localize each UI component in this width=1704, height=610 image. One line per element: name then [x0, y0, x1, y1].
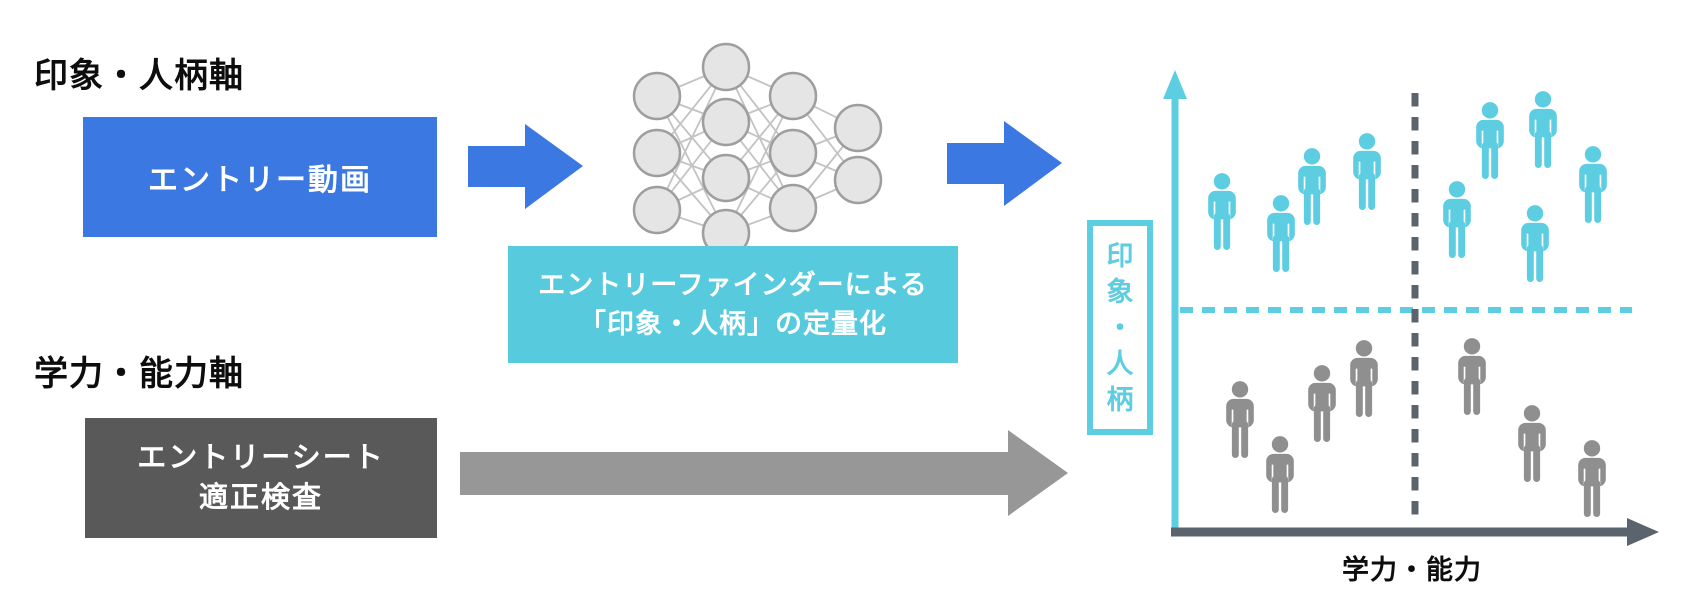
- nn-connection: [656, 66, 727, 211]
- x-axis-arrow: [1171, 518, 1659, 546]
- person-icon: [1521, 205, 1549, 282]
- person-icon: [1267, 195, 1295, 272]
- entry-video-box: エントリー動画: [83, 117, 437, 237]
- quantification-label-line2: 「印象・人柄」の定量化: [579, 308, 887, 339]
- person-icon: [1458, 338, 1486, 415]
- quantification-label-line1: エントリーファインダーによる: [538, 269, 928, 300]
- quadrant-scatter-chart: [1163, 70, 1659, 546]
- y-axis-arrow: [1163, 70, 1187, 532]
- person-icon: [1529, 91, 1557, 168]
- person-icon: [1579, 146, 1607, 223]
- ability-axis-heading: 学力・能力軸: [34, 355, 244, 393]
- impression-axis-heading: 印象・人柄軸: [34, 57, 244, 95]
- nn-node: [632, 71, 682, 121]
- person-icon: [1266, 436, 1294, 513]
- person-icon: [1208, 173, 1236, 250]
- person-icon: [1476, 102, 1504, 179]
- quantification-box: エントリーファインダーによる 「印象・人柄」の定量化: [508, 246, 958, 363]
- nn-node: [833, 155, 883, 205]
- person-icon: [1353, 133, 1381, 210]
- right-arrow-icon: [468, 124, 583, 209]
- y-axis-label-box: 印象・人柄: [1087, 220, 1153, 435]
- nn-node: [632, 128, 682, 178]
- entry-sheet-label-line2: 適正検査: [198, 482, 323, 514]
- entry-sheet-box: エントリーシート 適正検査: [85, 418, 437, 538]
- nn-node: [632, 185, 682, 235]
- person-icon: [1308, 365, 1336, 442]
- nn-node: [768, 128, 818, 178]
- nn-node: [701, 97, 751, 147]
- right-arrow-gray-icon: [460, 430, 1068, 516]
- nn-connection: [656, 95, 727, 234]
- y-axis-label-char: 印: [1106, 240, 1134, 271]
- nn-node: [701, 42, 751, 92]
- y-axis-label-char: 柄: [1106, 384, 1134, 415]
- person-icon: [1578, 440, 1606, 517]
- person-icon: [1298, 148, 1326, 225]
- nn-node: [701, 153, 751, 203]
- person-icon: [1226, 381, 1254, 458]
- person-icon: [1443, 181, 1471, 258]
- y-axis-label-char: 象: [1106, 276, 1134, 307]
- person-icon: [1518, 405, 1546, 482]
- nn-node: [833, 103, 883, 153]
- entry-sheet-label-line1: エントリーシート: [137, 442, 385, 474]
- y-axis-label-char: ・: [1106, 312, 1134, 343]
- person-icon: [1350, 340, 1378, 417]
- x-axis-label: 学力・能力: [1342, 555, 1482, 585]
- cyan-person-icons: [1208, 91, 1607, 282]
- nn-node: [768, 183, 818, 233]
- entry-video-label: エントリー動画: [148, 164, 372, 197]
- right-arrow-icon: [947, 121, 1062, 206]
- y-axis-label-char: 人: [1106, 348, 1134, 379]
- neural-network-icon: [632, 42, 883, 258]
- nn-connection: [725, 95, 794, 234]
- nn-node: [768, 71, 818, 121]
